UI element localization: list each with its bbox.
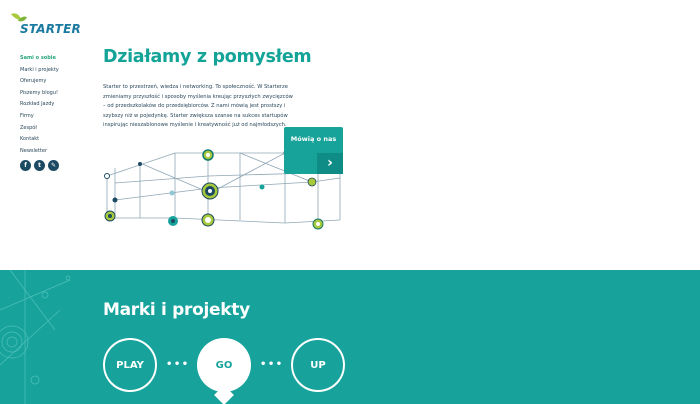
social-links: f t ✎ bbox=[20, 160, 59, 171]
twitter-icon[interactable]: t bbox=[34, 160, 45, 171]
projects-title: Marki i projekty bbox=[103, 300, 250, 320]
connector-dots: ••• bbox=[166, 359, 190, 370]
mowia-o-nas-button[interactable]: Mówią o nas › bbox=[284, 127, 343, 174]
decorative-network-icon bbox=[0, 270, 71, 404]
nav-item-blog[interactable]: Piszemy blogu! bbox=[20, 89, 58, 96]
nav-item-newsletter[interactable]: Newsletter bbox=[20, 147, 48, 154]
nav-item-zespol[interactable]: Zespół bbox=[20, 124, 37, 131]
intro-text: Starter to przestrzeń, wiedza i networki… bbox=[103, 84, 293, 129]
cta-label: Mówią o nas bbox=[290, 135, 337, 143]
nav-item-firmy[interactable]: Firmy bbox=[20, 112, 34, 119]
page-title: Działamy z pomysłem bbox=[103, 47, 312, 67]
connector-dots: ••• bbox=[260, 359, 284, 370]
sidebar-nav: Sami o sobie Marki i projekty Oferujemy … bbox=[20, 53, 59, 157]
nav-item-rozklad-jazdy[interactable]: Rozkład Jazdy bbox=[20, 101, 55, 108]
leaf-logo-icon bbox=[11, 13, 27, 22]
step-play-button[interactable]: PLAY bbox=[103, 338, 157, 392]
nav-item-kontakt[interactable]: Kontakt bbox=[20, 136, 40, 143]
network-illustration bbox=[104, 141, 341, 230]
brand-name: STARTER bbox=[20, 22, 81, 36]
nav-item-marki-i-projekty[interactable]: Marki i projekty bbox=[20, 66, 59, 73]
starter-logo[interactable]: STARTER bbox=[10, 13, 81, 36]
link-icon[interactable]: ✎ bbox=[48, 160, 59, 171]
projects-section: Marki i projekty PLAY ••• GO ••• UP bbox=[0, 270, 700, 404]
chevron-right-icon[interactable]: › bbox=[317, 153, 343, 174]
step-go-button[interactable]: GO bbox=[197, 338, 251, 392]
facebook-icon[interactable]: f bbox=[20, 160, 31, 171]
nav-item-oferujemy[interactable]: Oferujemy bbox=[20, 78, 47, 85]
step-up-button[interactable]: UP bbox=[291, 338, 345, 392]
nav-item-sami-o-sobie[interactable]: Sami o sobie bbox=[20, 55, 56, 61]
